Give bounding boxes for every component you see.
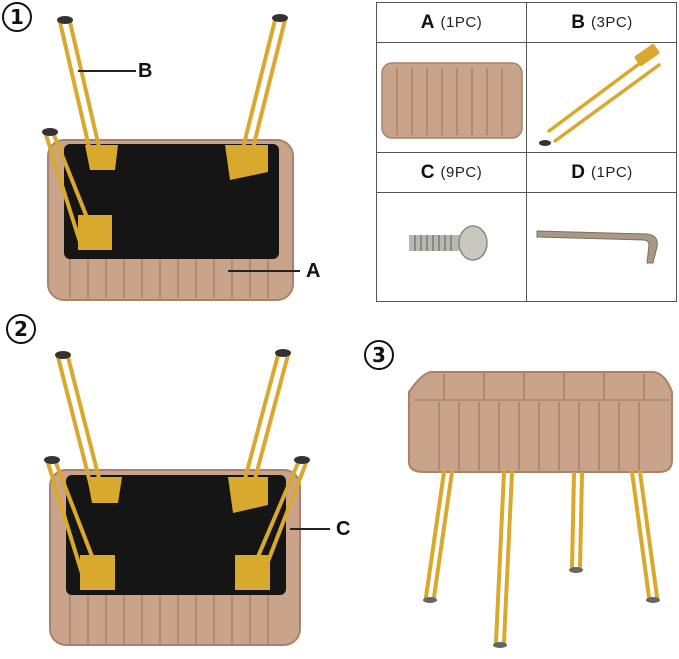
part-cell-b: B (3PC) <box>527 3 677 153</box>
step-2-illustration <box>30 345 350 655</box>
part-letter: A <box>421 12 435 34</box>
step-3-illustration <box>404 362 674 652</box>
cushion-image <box>377 43 527 153</box>
parts-table: A (1PC) B (3PC) C <box>376 2 677 302</box>
part-cell-c: C (9PC) <box>377 153 527 302</box>
part-header-d: D (1PC) <box>527 153 677 193</box>
part-letter: C <box>421 162 435 184</box>
part-qty: (1PC) <box>591 164 633 181</box>
step-2-number: 2 <box>6 314 36 344</box>
hex-key-image <box>527 193 677 302</box>
callout-b: B <box>138 60 152 83</box>
step-1-number: 1 <box>2 2 32 32</box>
part-letter: D <box>571 162 585 184</box>
part-qty: (1PC) <box>441 14 483 31</box>
part-qty: (3PC) <box>591 14 633 31</box>
leg-image <box>527 43 677 153</box>
part-letter: B <box>571 12 585 34</box>
part-qty: (9PC) <box>441 164 483 181</box>
part-header-c: C (9PC) <box>377 153 526 193</box>
callout-c: C <box>336 518 350 541</box>
part-header-a: A (1PC) <box>377 3 526 43</box>
screw-image <box>377 193 527 302</box>
part-header-b: B (3PC) <box>527 3 677 43</box>
part-cell-d: D (1PC) <box>527 153 677 302</box>
part-cell-a: A (1PC) <box>377 3 527 153</box>
c-leader-line <box>290 528 330 530</box>
callout-a: A <box>306 260 320 283</box>
a-leader-line <box>228 270 300 272</box>
step-3-number: 3 <box>364 340 394 370</box>
b-leader-line <box>78 70 136 72</box>
